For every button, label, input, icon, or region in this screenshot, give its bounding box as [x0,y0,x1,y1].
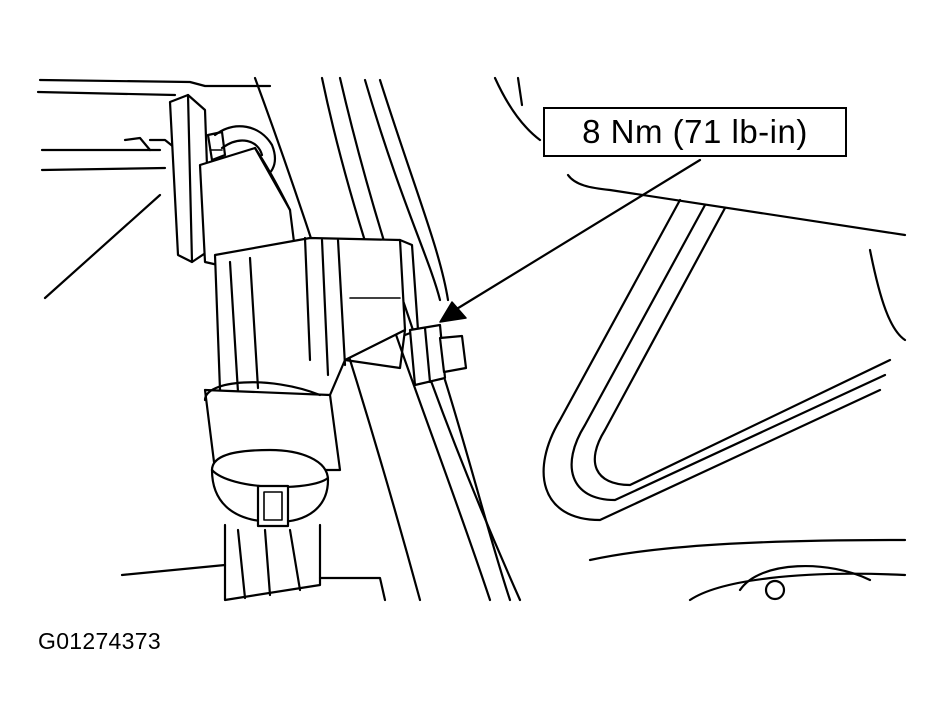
bottom-bracket [120,523,387,602]
torque-leader-arrow [439,158,702,323]
fitting-nut [408,323,468,387]
mounting-bracket [40,93,227,300]
actuator-body [198,146,420,402]
torque-spec-label: 8 Nm (71 lb-in) [582,113,808,150]
torque-spec-callout: 8 Nm (71 lb-in) [543,107,847,157]
window-trim [542,198,907,602]
lower-housing [203,381,342,528]
figure-id: G01274373 [38,628,161,654]
